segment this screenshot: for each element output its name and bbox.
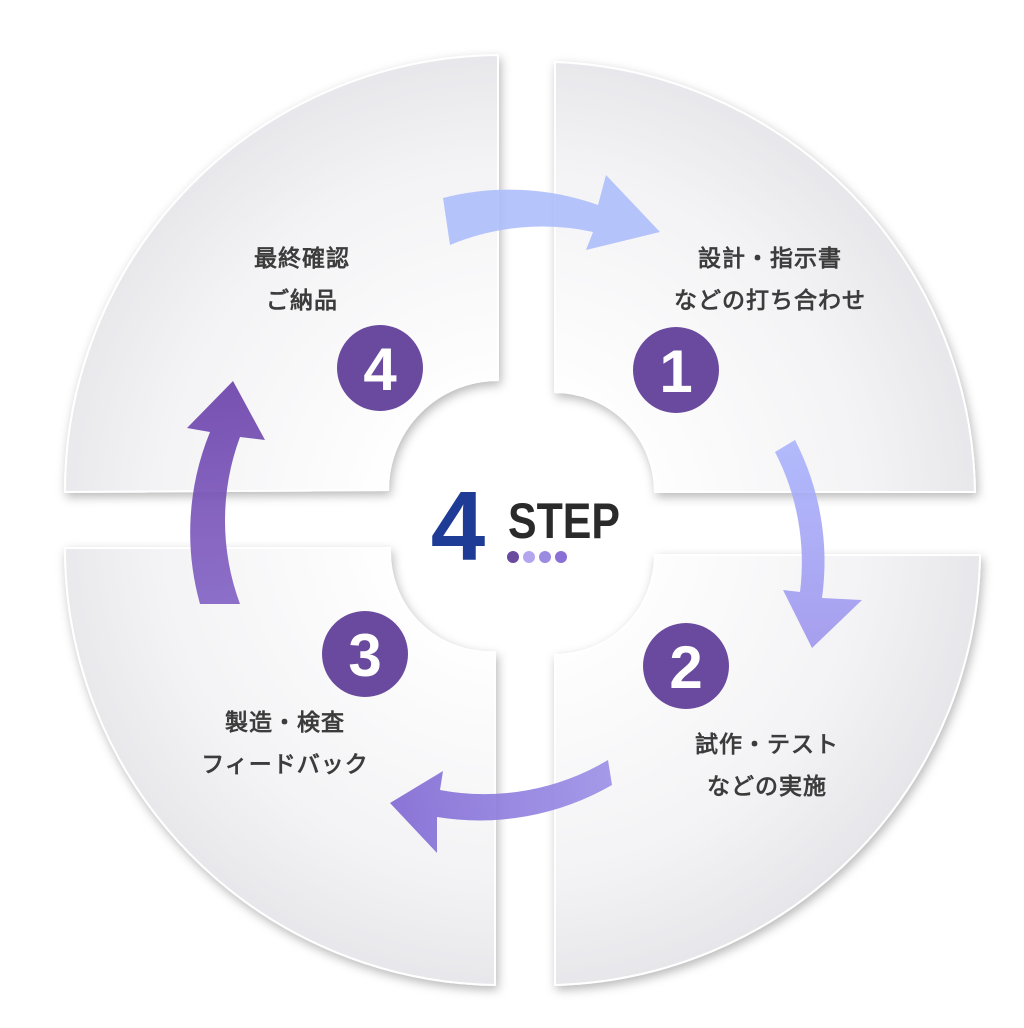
step-4-badge: [337, 325, 423, 411]
arrow-step-1-to-2: [775, 440, 862, 648]
center-dot: [555, 551, 567, 563]
center-step-word: STEP: [508, 493, 620, 549]
step-3-label: 製造・検査 フィードバック: [185, 702, 385, 786]
step-1-badge: [633, 327, 719, 413]
arrow-step-2-to-3: [390, 760, 612, 853]
step-3-line2: フィードバック: [201, 752, 369, 778]
arrow-step-4-to-1: [443, 175, 660, 250]
step-3-number: 3: [348, 622, 381, 689]
step-4-label: 最終確認 ご納品: [202, 238, 402, 322]
step-2-line1: 試作・テスト: [695, 732, 839, 758]
arrow-step-3-to-4: [187, 381, 265, 604]
step-1-line2: などの打ち合わせ: [674, 288, 866, 314]
step-4-line2: ご納品: [266, 288, 338, 314]
step-2-badge: [643, 623, 729, 709]
center-dot: [539, 551, 551, 563]
step-4-number: 4: [363, 336, 397, 403]
step-1-number: 1: [659, 338, 692, 405]
step-1-line1: 設計・指示書: [698, 246, 842, 272]
step-2-label: 試作・テスト などの実施: [662, 724, 872, 808]
step-1-label: 設計・指示書 などの打ち合わせ: [670, 238, 870, 322]
center-dot: [523, 551, 535, 563]
center-dots: [507, 551, 567, 563]
step-2-line2: などの実施: [707, 774, 827, 800]
center-step-count: 4: [431, 471, 486, 581]
step-2-number: 2: [669, 634, 702, 701]
step-3-line1: 製造・検査: [225, 710, 345, 736]
step-4-line1: 最終確認: [254, 246, 350, 272]
step-3-badge: [322, 611, 408, 697]
center-dot: [507, 551, 519, 563]
